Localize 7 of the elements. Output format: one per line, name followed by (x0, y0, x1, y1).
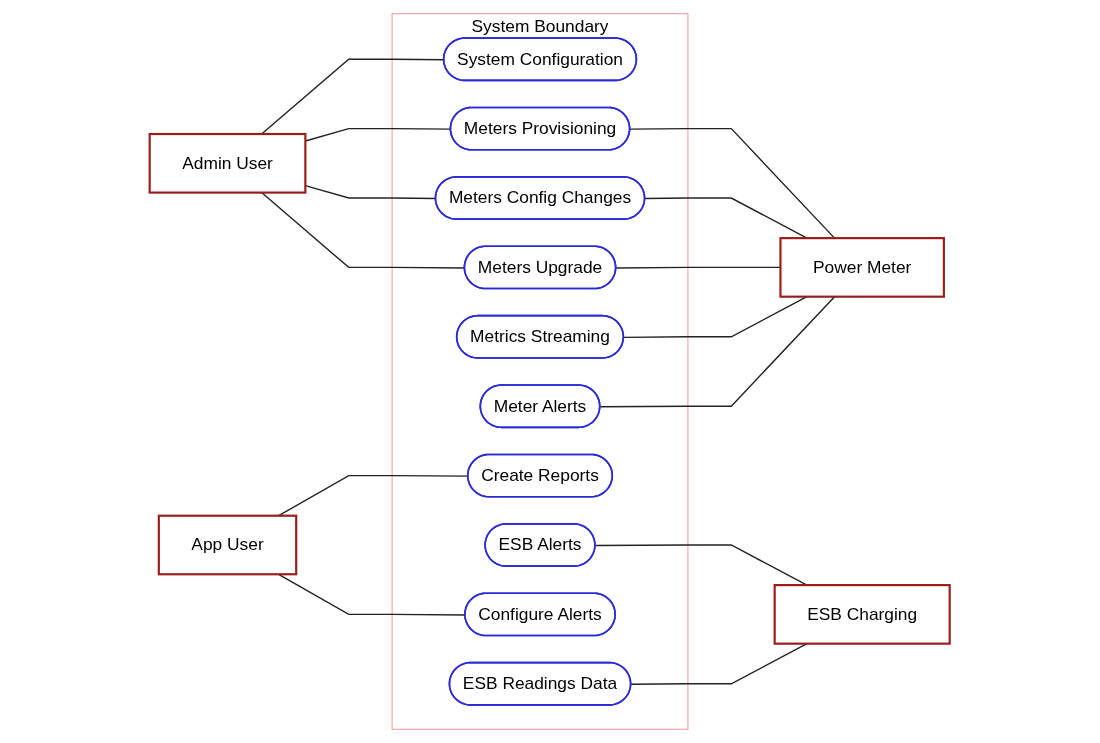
connector (595, 544, 808, 586)
node-box: Power Meter (779, 237, 946, 298)
connector (644, 197, 808, 239)
connector (629, 127, 836, 239)
node-box: Admin User (148, 132, 307, 194)
node-box: App User (158, 514, 298, 576)
node-box: ESB Charging (773, 584, 952, 645)
